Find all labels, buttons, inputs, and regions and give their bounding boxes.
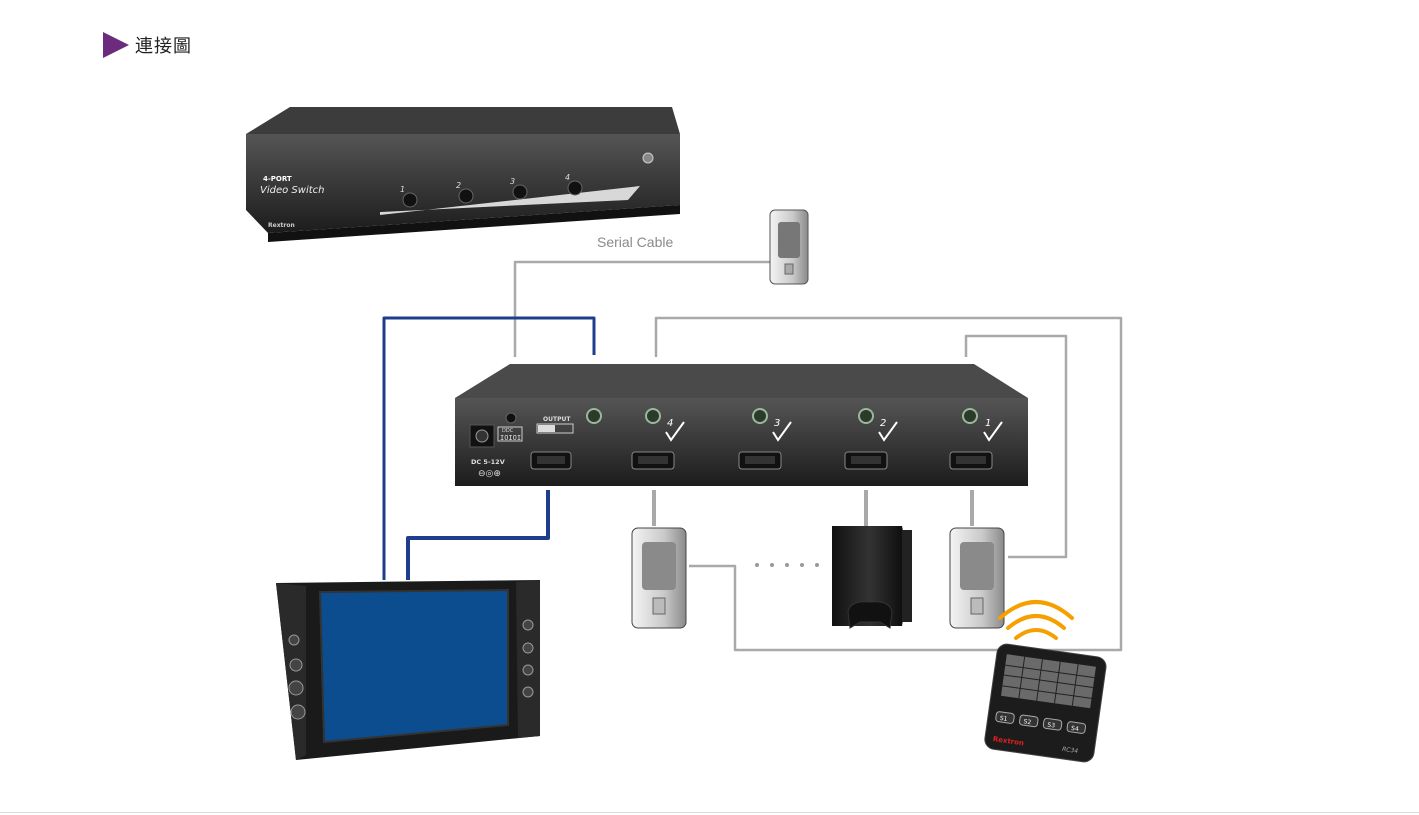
rear-port-number: 3 bbox=[774, 418, 780, 429]
rear-port-number: 4 bbox=[667, 418, 673, 429]
svg-text:IOIOI: IOIOI bbox=[500, 434, 521, 442]
front-port-label: 3 bbox=[510, 177, 515, 186]
section-header: 連接圖 bbox=[103, 30, 192, 60]
remote-control: S1 S2 S3 S4 Rextron RC34 bbox=[984, 643, 1107, 763]
front-port-label: 4 bbox=[565, 173, 570, 182]
switch-front-view: 4-PORT Video Switch Rextron 1 2 3 4 bbox=[246, 107, 680, 242]
switch-brand: Rextron bbox=[268, 222, 295, 229]
serial-cable-label: Serial Cable bbox=[597, 234, 673, 250]
rear-port-2: 2 bbox=[844, 408, 898, 470]
play-arrow-icon bbox=[103, 32, 129, 58]
front-port-label: 2 bbox=[456, 181, 461, 190]
wireless-signal-icon bbox=[998, 600, 1074, 640]
monitor-ddc-cable bbox=[382, 316, 596, 580]
pc-cable-port1 bbox=[964, 334, 1068, 559]
rear-port-3: 3 bbox=[738, 408, 792, 470]
rear-port-4: 4 bbox=[631, 408, 685, 470]
remote-key: S4 bbox=[1071, 725, 1080, 733]
front-button: 2 bbox=[456, 181, 474, 204]
cables bbox=[382, 260, 1123, 652]
rear-port-number: 1 bbox=[985, 418, 991, 429]
remote-key: S2 bbox=[1023, 718, 1032, 726]
pc-tower-right bbox=[949, 527, 1005, 629]
ddc-label: DDC bbox=[502, 428, 514, 434]
remote-key: S3 bbox=[1047, 722, 1056, 730]
serial-controller-pc bbox=[769, 209, 809, 285]
rear-port-number: 2 bbox=[880, 418, 886, 429]
front-button: 4 bbox=[565, 173, 583, 196]
switch-rear-view: DC 5-12V ⊖◎⊕ DDC IOIOI OUTPUT 4 3 bbox=[455, 364, 1028, 486]
monitor-screen bbox=[318, 588, 509, 744]
rear-port-1: 1 bbox=[949, 408, 1003, 470]
front-button: 3 bbox=[510, 177, 528, 200]
switch-model-line2: Video Switch bbox=[260, 185, 324, 196]
svg-text:⊖◎⊕: ⊖◎⊕ bbox=[478, 469, 501, 479]
remote-key: S1 bbox=[999, 715, 1008, 723]
switch-model-line1: 4-PORT bbox=[263, 175, 292, 183]
section-title: 連接圖 bbox=[135, 36, 192, 57]
pc-tower-left bbox=[631, 527, 687, 629]
power-label: DC 5-12V bbox=[471, 458, 505, 466]
monitor-video-cable bbox=[406, 490, 550, 580]
pc-cable-loop bbox=[654, 316, 1123, 652]
more-devices-dots bbox=[755, 563, 819, 567]
monitor bbox=[276, 580, 540, 760]
output-label: OUTPUT bbox=[543, 416, 571, 423]
remote-model: RC34 bbox=[1062, 746, 1079, 755]
serial-cable bbox=[513, 260, 770, 357]
game-console bbox=[832, 526, 912, 629]
front-port-label: 1 bbox=[400, 185, 405, 194]
front-button: 1 bbox=[400, 185, 418, 208]
bottom-divider bbox=[0, 812, 1419, 813]
